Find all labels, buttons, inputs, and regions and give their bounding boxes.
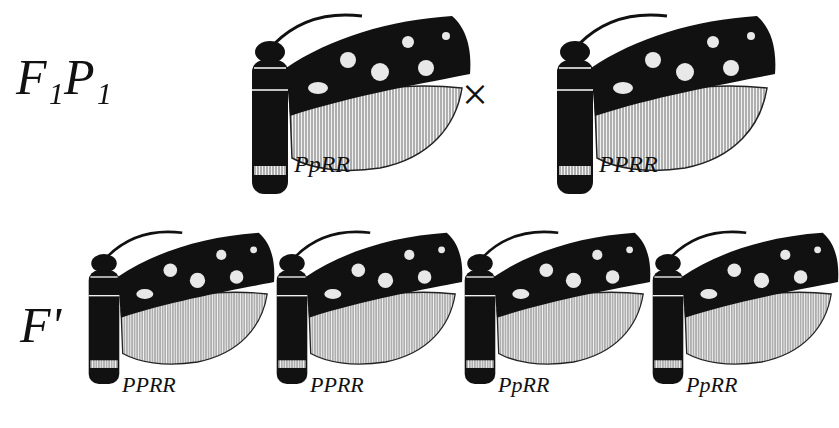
generation-label: F': [20, 300, 61, 350]
moth-figure: [277, 232, 463, 384]
moth-figure: [252, 15, 470, 194]
genotype-label: PPRR: [122, 374, 176, 396]
cross-symbol: ×: [462, 72, 488, 118]
genotype-label: PpRR: [686, 374, 737, 396]
generation-label: F₁P₁: [16, 52, 112, 102]
moth-figure: [465, 232, 651, 384]
genotype-label: PPRR: [599, 152, 658, 176]
genotype-label: PpRR: [498, 374, 549, 396]
genotype-label: PPRR: [310, 374, 364, 396]
moth-figure: [557, 15, 775, 194]
moth-figure: [653, 232, 839, 384]
moth-figure: [89, 232, 275, 384]
genotype-label: PpRR: [294, 152, 350, 176]
